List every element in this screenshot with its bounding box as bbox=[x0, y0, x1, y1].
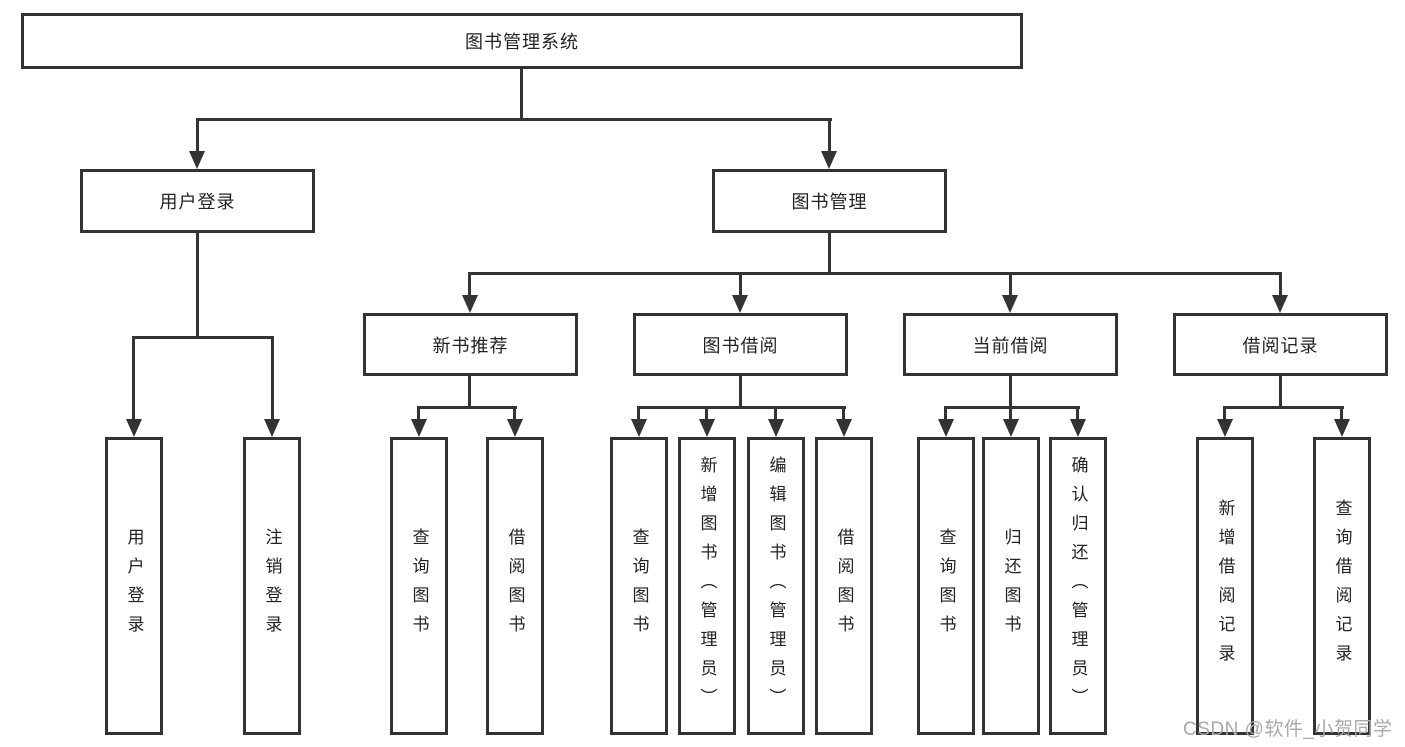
leaf-br-add-record: 新增借阅记录 bbox=[1196, 437, 1254, 735]
connector-line bbox=[842, 406, 845, 422]
connector-line bbox=[132, 336, 274, 339]
arrow-down-icon bbox=[821, 151, 837, 169]
connector-line bbox=[1009, 406, 1012, 422]
node-library-management-system: 图书管理系统 bbox=[21, 13, 1023, 69]
connector-line bbox=[417, 406, 517, 409]
connector-line bbox=[196, 118, 832, 121]
arrow-down-icon bbox=[1070, 419, 1086, 437]
leaf-cb-confirm-return-admin: 确认归还（管理员） bbox=[1049, 437, 1107, 735]
arrow-down-icon bbox=[1217, 419, 1233, 437]
leaf-bb-add-books-admin: 新增图书（管理员） bbox=[678, 437, 736, 735]
leaf-bb-query-books: 查询图书 bbox=[610, 437, 668, 735]
leaf-br-query-record: 查询借阅记录 bbox=[1313, 437, 1371, 735]
watermark: CSDN @软件_小贺同学 bbox=[1183, 719, 1393, 740]
connector-line bbox=[520, 69, 523, 121]
connector-line bbox=[468, 272, 471, 298]
node-borrow-records: 借阅记录 bbox=[1173, 313, 1388, 376]
connector-line bbox=[1340, 406, 1343, 422]
node-new-book-recommend: 新书推荐 bbox=[363, 313, 578, 376]
arrow-down-icon bbox=[631, 419, 647, 437]
arrow-down-icon bbox=[126, 419, 142, 437]
arrow-down-icon bbox=[189, 151, 205, 169]
connector-line bbox=[132, 336, 135, 421]
leaf-bb-borrow-books: 借阅图书 bbox=[815, 437, 873, 735]
node-user-login: 用户登录 bbox=[80, 169, 315, 233]
arrow-down-icon bbox=[1003, 419, 1019, 437]
connector-line bbox=[1009, 272, 1012, 298]
connector-line bbox=[637, 406, 640, 422]
node-book-management: 图书管理 bbox=[712, 169, 947, 233]
connector-line bbox=[1009, 376, 1012, 409]
connector-line bbox=[637, 406, 846, 409]
connector-line bbox=[739, 272, 742, 298]
connector-line bbox=[1279, 376, 1282, 409]
connector-line bbox=[828, 233, 831, 275]
connector-line bbox=[705, 406, 708, 422]
leaf-nb-query-books: 查询图书 bbox=[390, 437, 448, 735]
leaf-bb-edit-books-admin: 编辑图书（管理员） bbox=[747, 437, 805, 735]
arrow-down-icon bbox=[1272, 295, 1288, 313]
connector-line bbox=[1223, 406, 1344, 409]
leaf-cb-query-books: 查询图书 bbox=[917, 437, 975, 735]
arrow-down-icon bbox=[1334, 419, 1350, 437]
connector-line bbox=[944, 406, 947, 422]
connector-line bbox=[468, 376, 471, 409]
arrow-down-icon bbox=[507, 419, 523, 437]
connector-line bbox=[196, 118, 199, 155]
arrow-down-icon bbox=[836, 419, 852, 437]
connector-line bbox=[774, 406, 777, 422]
arrow-down-icon bbox=[699, 419, 715, 437]
connector-line bbox=[513, 406, 516, 422]
connector-line bbox=[271, 336, 274, 421]
leaf-user-login: 用户登录 bbox=[105, 437, 163, 735]
connector-line bbox=[1076, 406, 1079, 422]
arrow-down-icon bbox=[768, 419, 784, 437]
node-book-borrow: 图书借阅 bbox=[633, 313, 848, 376]
leaf-logout: 注销登录 bbox=[243, 437, 301, 735]
node-current-borrow: 当前借阅 bbox=[903, 313, 1118, 376]
connector-line bbox=[417, 406, 420, 422]
leaf-cb-return-books: 归还图书 bbox=[982, 437, 1040, 735]
arrow-down-icon bbox=[1002, 295, 1018, 313]
connector-line bbox=[468, 272, 1282, 275]
arrow-down-icon bbox=[732, 295, 748, 313]
connector-line bbox=[1223, 406, 1226, 422]
leaf-nb-borrow-books: 借阅图书 bbox=[486, 437, 544, 735]
connector-line bbox=[739, 376, 742, 409]
arrow-down-icon bbox=[462, 295, 478, 313]
arrow-down-icon bbox=[411, 419, 427, 437]
connector-line bbox=[196, 233, 199, 339]
connector-line bbox=[944, 406, 1080, 409]
arrow-down-icon bbox=[264, 419, 280, 437]
arrow-down-icon bbox=[938, 419, 954, 437]
connector-line bbox=[1279, 272, 1282, 298]
connector-line bbox=[828, 118, 831, 155]
